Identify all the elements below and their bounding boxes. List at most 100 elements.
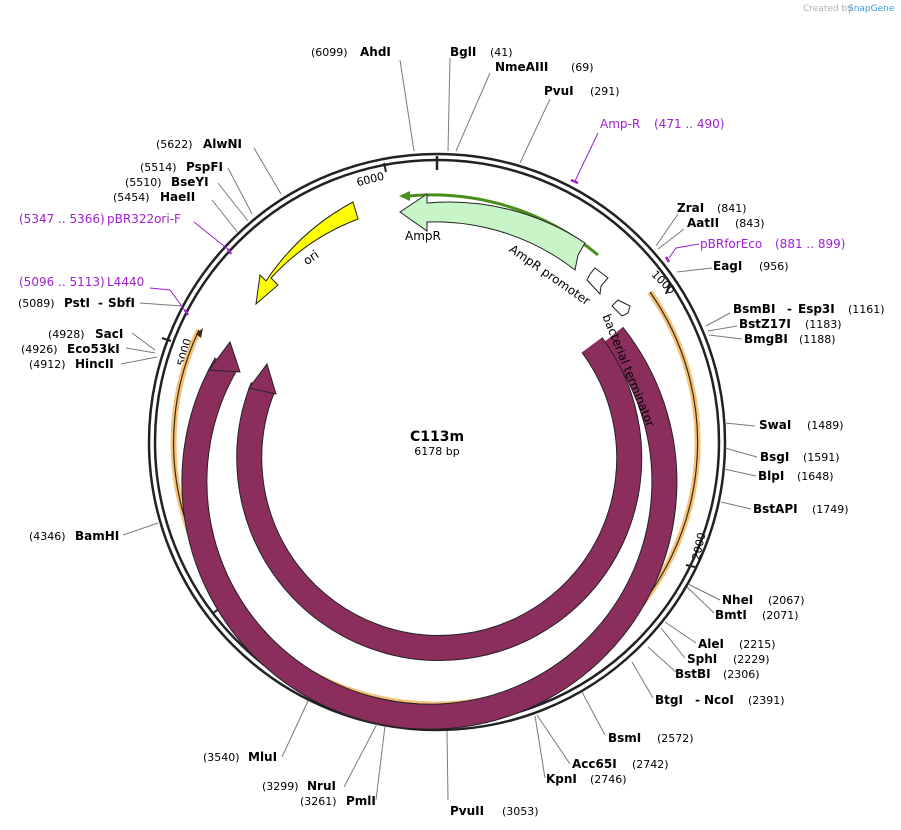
site-name-blpi[interactable]: BlpI	[758, 469, 784, 483]
primer-range-pbrforeco: (881 .. 899)	[775, 237, 845, 251]
bacterial-terminator-feature[interactable]	[611, 299, 631, 317]
site-pos-eco53ki: (4926)	[21, 343, 58, 356]
insert-highlight-arrowhead	[196, 328, 203, 338]
site-pos-alwni: (5622)	[156, 138, 193, 151]
site-name-alei[interactable]: AleI	[698, 637, 724, 651]
site-name-pvuii[interactable]: PvuII	[450, 804, 484, 818]
site-name-sbfi[interactable]: SbfI	[108, 296, 135, 310]
site-name-pmli[interactable]: PmlI	[346, 794, 376, 808]
primer-name-pbr322ori-f[interactable]: pBR322ori-F	[107, 212, 181, 226]
site-name-nhei[interactable]: NheI	[722, 593, 753, 607]
site-name-bsmbi[interactable]: BsmBI	[733, 302, 775, 316]
site-pos-bmti: (2071)	[762, 609, 799, 622]
site-pos-aatii: (843)	[735, 217, 765, 230]
site-name-ncoi[interactable]: NcoI	[704, 693, 734, 707]
tick-label-6000: 6000	[355, 170, 385, 189]
ampr-promoter-feature[interactable]	[586, 267, 609, 296]
tick-label-2000: 2000	[690, 531, 709, 561]
site-name-mlui[interactable]: MluI	[248, 750, 277, 764]
site-pos-eagi: (956)	[759, 260, 789, 273]
cas9-inner-feature[interactable]	[237, 337, 642, 660]
primer-mark-pbrforeco	[664, 256, 671, 263]
site-pos-nmeaiii: (69)	[571, 61, 594, 74]
site-pos-bsmi: (2572)	[657, 732, 694, 745]
site-pos-bsgi: (1591)	[803, 451, 840, 464]
site-sep-psti: -	[98, 296, 103, 310]
site-name-kpni[interactable]: KpnI	[546, 772, 577, 786]
site-pos-pmli: (3261)	[300, 795, 337, 808]
site-name-bstz17i[interactable]: BstZ17I	[739, 317, 791, 331]
site-pos-swai: (1489)	[807, 419, 844, 432]
site-pos-psti: (5089)	[18, 297, 55, 310]
site-pos-saci: (4928)	[48, 328, 85, 341]
site-name-pvui[interactable]: PvuI	[544, 84, 574, 98]
site-pos-bmgbi: (1188)	[799, 333, 836, 346]
site-pos-acc65i: (2742)	[632, 758, 669, 771]
site-name-nrui[interactable]: NruI	[307, 779, 336, 793]
site-name-bstbi[interactable]: BstBI	[675, 667, 711, 681]
site-pos-haeii: (5454)	[113, 191, 150, 204]
site-name-ahdi[interactable]: AhdI	[360, 45, 391, 59]
site-pos-bstapi: (1749)	[812, 503, 849, 516]
site-pos-ahdi: (6099)	[311, 46, 348, 59]
site-name-bsmi[interactable]: BsmI	[608, 731, 641, 745]
site-name-haeii[interactable]: HaeII	[160, 190, 195, 204]
site-name-nmeaiii[interactable]: NmeAIII	[495, 60, 548, 74]
ori-label: ori	[301, 248, 322, 268]
site-pos-nhei: (2067)	[768, 594, 805, 607]
site-pos-hincii: (4912)	[29, 358, 66, 371]
site-name-btgi[interactable]: BtgI	[655, 693, 683, 707]
ampr-green-arrowhead	[399, 191, 410, 201]
tick-5000	[161, 337, 172, 342]
ori-feature[interactable]	[255, 201, 359, 306]
site-name-bmti[interactable]: BmtI	[715, 608, 747, 622]
site-name-eagi[interactable]: EagI	[713, 259, 742, 273]
site-pos-bamhi: (4346)	[29, 530, 66, 543]
cas9-inner-arrowhead	[248, 362, 277, 395]
cas9-outer-arrowhead	[208, 340, 241, 373]
site-pos-bsmbi: (1161)	[848, 303, 885, 316]
site-name-aatii[interactable]: AatII	[687, 216, 719, 230]
primer-name-l4440[interactable]: L4440	[107, 275, 144, 289]
primer-range-amp-r: (471 .. 490)	[654, 117, 724, 131]
site-name-swai[interactable]: SwaI	[759, 418, 791, 432]
site-pos-bseyi: (5510)	[125, 176, 162, 189]
site-name-bsgi[interactable]: BsgI	[760, 450, 789, 464]
cas9-outer-label: Cas9	[443, 659, 473, 673]
credit-brand[interactable]: SnapGene	[848, 4, 895, 14]
site-name-eco53ki[interactable]: Eco53kI	[67, 342, 120, 356]
tick-2000	[685, 564, 696, 568]
site-pos-pvui: (291)	[590, 85, 620, 98]
site-name-psti[interactable]: PstI	[64, 296, 90, 310]
cas9-outer-feature[interactable]	[182, 327, 677, 729]
primer-range-l4440: (5096 .. 5113)	[19, 275, 105, 289]
site-leaders	[120, 57, 758, 801]
site-name-bmgbi[interactable]: BmgBI	[744, 332, 788, 346]
site-pos-btgi: (2391)	[748, 694, 785, 707]
primer-leader-pbrforeco	[668, 243, 700, 259]
primer-range-pbr322ori-f: (5347 .. 5366)	[19, 212, 105, 226]
plasmid-length: 6178 bp	[414, 445, 459, 458]
backbone-outer-ring	[147, 152, 727, 732]
site-name-sphi[interactable]: SphI	[687, 652, 717, 666]
site-name-bstapi[interactable]: BstAPI	[753, 502, 798, 516]
primer-name-pbrforeco[interactable]: pBRforEco	[700, 237, 762, 251]
site-name-bamhi[interactable]: BamHI	[75, 529, 119, 543]
site-name-esp3i[interactable]: Esp3I	[798, 302, 835, 316]
site-name-saci[interactable]: SacI	[95, 327, 123, 341]
site-name-hincii[interactable]: HincII	[75, 357, 114, 371]
site-name-pspfi[interactable]: PspFI	[186, 160, 223, 174]
tick-6000	[383, 162, 387, 173]
site-name-zrai[interactable]: ZraI	[677, 201, 704, 215]
site-name-bgli[interactable]: BglI	[450, 45, 476, 59]
site-pos-blpi: (1648)	[797, 470, 834, 483]
site-name-bseyi[interactable]: BseYI	[171, 175, 209, 189]
site-name-alwni[interactable]: AlwNI	[203, 137, 242, 151]
ampr-feature[interactable]	[399, 193, 586, 271]
site-pos-bgli: (41)	[490, 46, 513, 59]
site-sep-bsmbi: -	[787, 302, 792, 316]
primer-name-amp-r[interactable]: Amp-R	[600, 117, 640, 131]
site-name-acc65i[interactable]: Acc65I	[572, 757, 617, 771]
